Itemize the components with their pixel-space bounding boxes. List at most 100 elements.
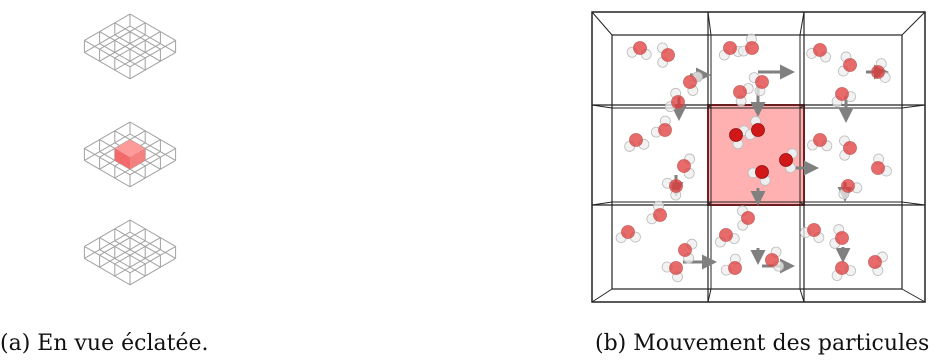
water-molecule <box>807 133 833 152</box>
grid-line <box>114 249 161 277</box>
oxygen-atom <box>745 41 759 55</box>
water-molecule <box>720 253 742 276</box>
oxygen-atom <box>653 208 667 222</box>
water-molecule <box>626 41 652 60</box>
grid-line <box>129 219 176 247</box>
oxygen-atom <box>683 75 697 89</box>
box-depth-edge <box>707 11 712 36</box>
grid-line <box>99 34 146 62</box>
water-molecule <box>744 115 765 141</box>
grid-line <box>114 240 161 268</box>
box-depth-edge <box>799 201 805 206</box>
water-molecule <box>664 87 685 113</box>
box-depth-edge <box>591 288 613 303</box>
box-depth-edge <box>799 288 805 303</box>
water-molecules <box>615 33 892 283</box>
oxygen-atom <box>678 243 692 257</box>
water-molecule <box>839 135 857 161</box>
oxygen-atom <box>729 128 743 142</box>
oxygen-atom <box>661 48 675 62</box>
caption-b: (b) Mouvement des particules <box>595 331 930 356</box>
water-molecule <box>871 153 892 177</box>
grid-line <box>129 133 176 161</box>
oxygen-atom <box>723 41 737 55</box>
water-molecule <box>661 261 683 283</box>
panel-a-exploded-view <box>83 13 177 286</box>
grid-line <box>129 231 176 259</box>
grid-layer-middle <box>83 121 177 188</box>
grid-line <box>114 43 161 71</box>
water-molecule <box>747 165 771 186</box>
water-molecule <box>718 41 744 61</box>
grid-line <box>84 25 131 53</box>
grid-line <box>114 31 161 59</box>
oxygen-atom <box>751 123 765 137</box>
oxygen-atom <box>719 228 733 242</box>
water-molecule <box>837 51 857 77</box>
oxygen-atom <box>835 87 849 101</box>
water-molecule <box>624 133 650 152</box>
box-depth-edge <box>707 104 712 109</box>
oxygen-atom <box>835 261 849 275</box>
grid-line <box>114 22 161 50</box>
panel-b-particle-movement <box>591 11 926 303</box>
grid-line <box>84 13 131 41</box>
oxygen-atom <box>871 65 885 79</box>
oxygen-atom <box>843 58 857 72</box>
box-depth-edge <box>591 11 613 36</box>
water-molecule <box>662 177 683 201</box>
grid-line <box>114 151 161 179</box>
oxygen-atom <box>677 159 691 173</box>
water-molecule <box>806 43 831 63</box>
water-molecule <box>737 205 755 231</box>
water-molecule <box>657 42 675 68</box>
water-molecule <box>868 251 888 276</box>
box-outer-edge <box>591 11 926 303</box>
oxygen-atom <box>621 225 635 239</box>
oxygen-atom <box>755 75 769 89</box>
grid-line <box>99 31 146 59</box>
grid-line <box>129 147 176 176</box>
water-molecule <box>650 115 672 138</box>
box-inner-edge <box>611 34 903 290</box>
water-molecule <box>829 224 849 249</box>
oxygen-atom <box>813 43 827 57</box>
grid-line <box>114 34 161 62</box>
oxygen-atom <box>733 85 747 99</box>
water-molecule <box>683 71 703 96</box>
grid-layer-top <box>83 13 177 80</box>
water-molecule <box>678 238 698 264</box>
box-depth-edge <box>901 11 926 36</box>
box-depth-edge <box>591 104 613 109</box>
grid-line <box>114 237 161 265</box>
grid-line <box>84 245 131 274</box>
grid-line <box>84 39 131 68</box>
grid-line <box>84 219 131 247</box>
water-molecule <box>831 87 856 107</box>
grid-line <box>99 130 146 158</box>
grid-line <box>129 51 176 80</box>
highlighted-cell-face <box>114 139 146 158</box>
box-depth-edge <box>707 288 712 303</box>
grid-line <box>99 240 146 268</box>
grid-line <box>129 121 176 149</box>
oxygen-atom <box>779 153 793 167</box>
water-molecule <box>765 246 784 272</box>
grid-layer-bottom <box>83 219 177 286</box>
water-molecule <box>733 83 754 107</box>
grid-line <box>114 130 161 158</box>
oxygen-atom <box>633 41 647 55</box>
oxygen-atom <box>868 255 882 269</box>
box-depth-edge <box>799 11 805 36</box>
grid-line <box>129 13 176 41</box>
box-depth-edge <box>799 104 805 109</box>
grid-line <box>114 228 161 256</box>
grid-line <box>84 159 131 188</box>
oxygen-atom <box>658 123 672 137</box>
oxygen-atom <box>843 141 857 155</box>
oxygen-atom <box>807 223 821 237</box>
water-molecule <box>714 228 740 248</box>
box-depth-edge <box>591 201 613 206</box>
grid-line <box>84 257 131 286</box>
